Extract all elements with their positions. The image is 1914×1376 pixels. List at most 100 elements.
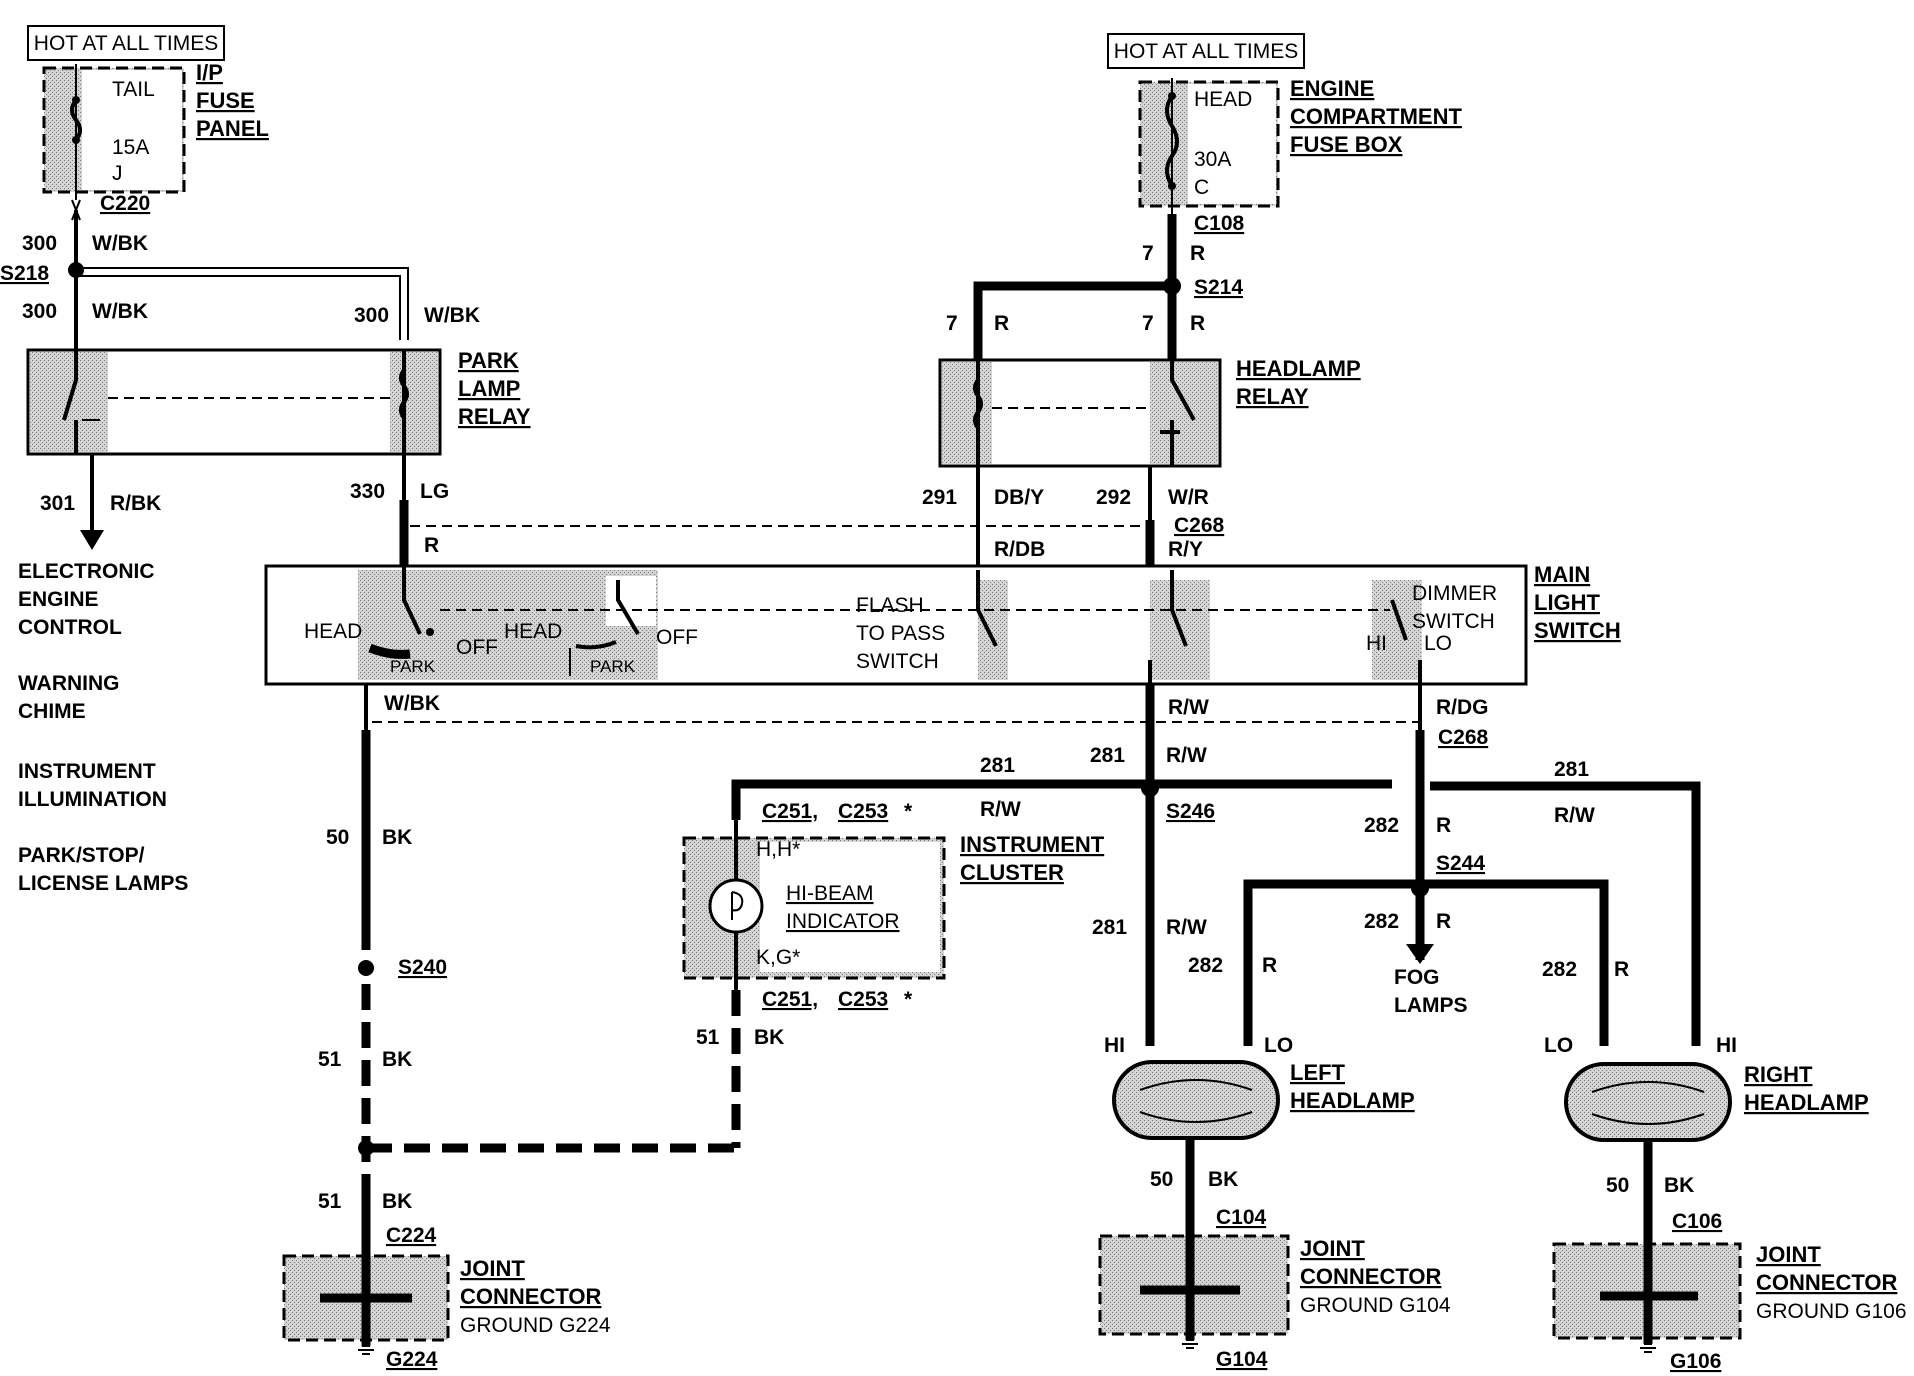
hot-label-right: HOT AT ALL TIMES xyxy=(1107,33,1305,69)
label-wires-0-color: W/BK xyxy=(92,232,148,255)
label-lamps-hi_r: HI xyxy=(1716,1034,1737,1057)
label-lamps-lo_r: LO xyxy=(1544,1034,1573,1057)
instrument-cluster: C251, C253 * H,H* HI-BEAM INDICATOR K,G*… xyxy=(682,800,1105,1011)
wire-7-group: C108 7 R S214 7 R 7 R xyxy=(946,212,1245,360)
label-wires-9-color: DB/Y xyxy=(994,486,1044,509)
wire-281-group: 281 R/W 281 R/W S246 281 R/W 281 R/W xyxy=(731,730,1701,1046)
label-grounds-g106_id: G106 xyxy=(1670,1350,1721,1373)
label-wires-19-color: R/W xyxy=(1166,916,1207,939)
switch-output-wires: W/BK R/W R/DG C268 xyxy=(364,684,1489,749)
label-wires-4-color: LG xyxy=(420,480,449,503)
label-park_relay-l3: RELAY xyxy=(458,404,531,429)
label-head_relay-l1: HEADLAMP xyxy=(1236,356,1361,381)
label-ec_fuse-l1: ENGINE xyxy=(1290,76,1374,101)
label-wires-29-num: 50 xyxy=(1606,1174,1629,1197)
label-wires-27-color: BK xyxy=(382,1190,412,1213)
label-main_switch-l1: MAIN xyxy=(1534,562,1590,587)
label-grounds-g106_1: JOINT xyxy=(1756,1242,1821,1267)
label-ip_fuse-l1: I/P xyxy=(196,60,223,85)
label-wires-3-num: 301 xyxy=(40,492,75,515)
label-loads-chime1: WARNING xyxy=(18,672,120,695)
label-switch_labels-flash1: FLASH xyxy=(856,594,924,617)
label-wires-24-color: BK xyxy=(382,826,412,849)
label-wires-21-num: 282 xyxy=(1364,910,1399,933)
label-head_relay-l2: RELAY xyxy=(1236,384,1309,409)
label-wires-9-num: 291 xyxy=(922,486,957,509)
label-wires-26-num: 51 xyxy=(696,1026,720,1049)
label-wires-25-color: BK xyxy=(382,1048,412,1071)
label-wires-25-num: 51 xyxy=(318,1048,342,1071)
label-splices-s214: S214 xyxy=(1194,276,1243,299)
label-ec_fuse-name: HEAD xyxy=(1194,88,1252,111)
label-ec_fuse-l3: FUSE BOX xyxy=(1290,132,1403,157)
joint-connector-g106: JOINT CONNECTOR GROUND G106 G106 xyxy=(1552,1242,1907,1373)
label-switch_labels-head1: HEAD xyxy=(304,620,362,643)
label-grounds-g224_2: CONNECTOR xyxy=(460,1284,601,1309)
label-switch_labels-flash2: TO PASS xyxy=(856,622,945,645)
label-ip_fuse-amp: 15A xyxy=(112,136,149,159)
label-loads-chime2: CHIME xyxy=(18,700,86,723)
label-loads-illum1: INSTRUMENT xyxy=(18,760,156,783)
label-wires-20-num: 282 xyxy=(1364,814,1399,837)
label-switch_labels-dimmer2: SWITCH xyxy=(1412,610,1495,633)
label-grounds-g104_id: G104 xyxy=(1216,1348,1268,1371)
label-wires-7-color: R xyxy=(994,312,1009,335)
label-wires-23-color: R xyxy=(1614,958,1629,981)
label-connectors-c268a: C268 xyxy=(1174,514,1225,537)
wire-282-group: 282 R S244 282 R 282 R 282 R FOG LAMPS xyxy=(1188,730,1629,1046)
label-wires-5-color: R xyxy=(424,534,439,557)
label-switch_labels-flash3: SWITCH xyxy=(856,650,939,673)
park-lamp-relay: PARK LAMP RELAY xyxy=(26,348,531,456)
label-cluster-l1: INSTRUMENT xyxy=(960,832,1105,857)
label-connectors-c108: C108 xyxy=(1194,212,1245,235)
label-lamps-lo_l: LO xyxy=(1264,1034,1293,1057)
ip-fuse-panel: TAIL 15A J I/P FUSE PANEL xyxy=(42,60,269,200)
engine-compartment-fuse-box: HEAD 30A C ENGINE COMPARTMENT FUSE BOX xyxy=(1138,76,1462,214)
label-wires-6-num: 7 xyxy=(1142,242,1154,265)
label-loads-park1: PARK/STOP/ xyxy=(18,844,145,867)
ground-path-g224: 50 BK S240 51 BK 51 BK 51 BK C224 xyxy=(318,730,784,1300)
label-park_relay-l2: LAMP xyxy=(458,376,520,401)
label-wires-11-color: R/DB xyxy=(994,538,1045,561)
label-wires-21-color: R xyxy=(1436,910,1451,933)
wire-300-group: C220 300 W/BK S218 300 W/BK 300 W/BK xyxy=(0,192,480,350)
label-cluster-l2: CLUSTER xyxy=(960,860,1064,885)
label-switch_labels-hi: HI xyxy=(1366,632,1387,655)
label-switch_labels-park2: PARK xyxy=(590,657,636,676)
label-wires-17-num: 281 xyxy=(980,754,1015,777)
label-switch_labels-off2: OFF xyxy=(656,626,698,649)
label-wires-18-color: R/W xyxy=(1554,804,1595,827)
label-loads-park2: LICENSE LAMPS xyxy=(18,872,188,895)
label-wires-2-num: 300 xyxy=(354,304,389,327)
label-main_switch-l3: SWITCH xyxy=(1534,618,1621,643)
label-connectors-c253a: C253 xyxy=(838,800,888,823)
label-lamps-left1: LEFT xyxy=(1290,1060,1346,1085)
label-wires-17-color: R/W xyxy=(980,798,1021,821)
label-ip_fuse-l3: PANEL xyxy=(196,116,269,141)
label-ip_fuse-name: TAIL xyxy=(112,78,155,101)
label-grounds-g104_3: GROUND G104 xyxy=(1300,1294,1451,1317)
label-connectors-star_b: * xyxy=(904,988,913,1011)
label-wires-6-color: R xyxy=(1190,242,1205,265)
wire-330-group: 330 LG R xyxy=(350,454,1150,566)
label-wires-19-num: 281 xyxy=(1092,916,1127,939)
label-wires-8-color: R xyxy=(1190,312,1205,335)
label-wires-29-color: BK xyxy=(1664,1174,1694,1197)
label-grounds-g104_1: JOINT xyxy=(1300,1236,1365,1261)
label-wires-13-color: W/BK xyxy=(384,692,440,715)
wire-301-group: 301 R/BK ELECTRONIC ENGINE CONTROL WARNI… xyxy=(18,454,188,895)
label-lamps-hi_l: HI xyxy=(1104,1034,1125,1057)
label-wires-20-color: R xyxy=(1436,814,1451,837)
label-ip_fuse-id: J xyxy=(112,162,123,185)
label-wires-18-num: 281 xyxy=(1554,758,1589,781)
label-grounds-g106_2: CONNECTOR xyxy=(1756,1270,1897,1295)
label-wires-2-color: W/BK xyxy=(424,304,480,327)
label-wires-4-num: 330 xyxy=(350,480,385,503)
label-wires-10-num: 292 xyxy=(1096,486,1131,509)
label-wires-24-num: 50 xyxy=(326,826,349,849)
label-grounds-g104_2: CONNECTOR xyxy=(1300,1264,1441,1289)
hot-label-left: HOT AT ALL TIMES xyxy=(27,25,225,61)
label-wires-1-num: 300 xyxy=(22,300,57,323)
label-wires-22-num: 282 xyxy=(1188,954,1223,977)
